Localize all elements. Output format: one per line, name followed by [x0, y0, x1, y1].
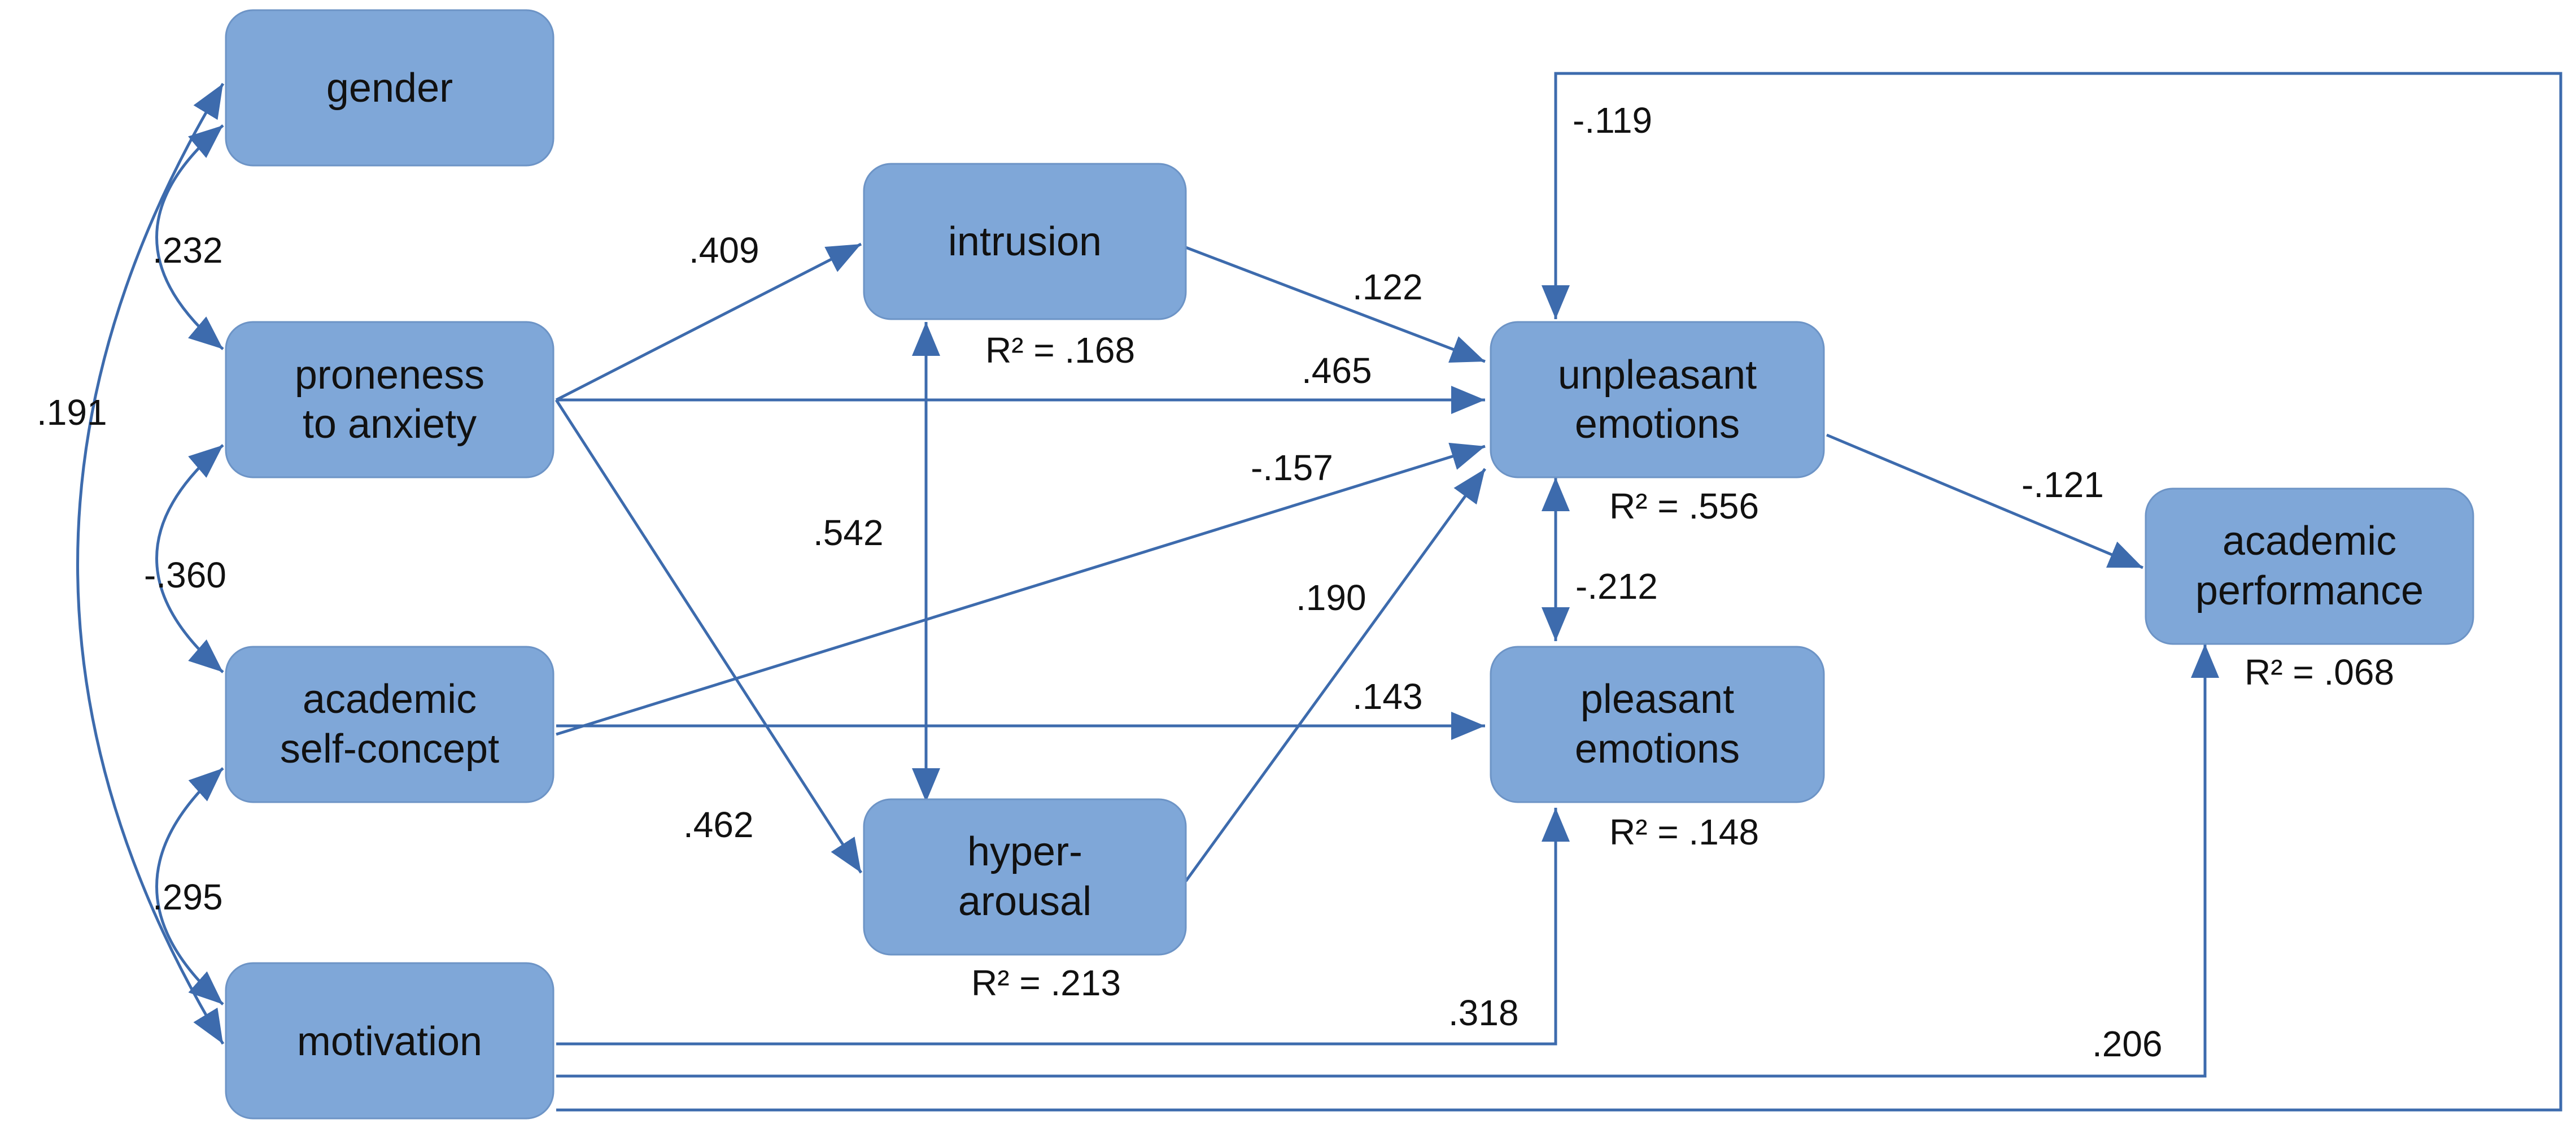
node-gender: gender — [225, 9, 555, 167]
edge-motivation-unpleasant — [556, 72, 2562, 1112]
coef-unpleasant-pleasant: -.212 — [1575, 566, 1658, 607]
r2-intrusion: R² = .168 — [985, 330, 1135, 371]
node-pleasant-emotions: pleasant emotions — [1490, 646, 1825, 803]
node-academic-self-concept: academic self-concept — [225, 646, 555, 803]
coef-selfconcept-unpleasant: -.157 — [1251, 447, 1333, 488]
edge-selfconcept-motivation — [155, 767, 224, 1005]
node-intrusion-label: intrusion — [948, 219, 1102, 264]
node-pleasant-emotions-label-2: emotions — [1575, 726, 1740, 772]
coef-anxiety-selfconcept: -.360 — [144, 555, 226, 595]
node-academic-performance-box — [2145, 487, 2474, 645]
r2-academic-performance: R² = .068 — [2245, 652, 2394, 693]
node-intrusion-box — [863, 163, 1187, 320]
r2-unpleasant-emotions: R² = .556 — [1609, 486, 1759, 526]
coef-gender-anxiety: .232 — [152, 230, 223, 271]
edge-anxiety-selfconcept — [155, 444, 224, 673]
coef-anxiety-intrusion: .409 — [689, 230, 759, 271]
node-hyper-arousal-label-1: hyper- — [967, 829, 1082, 874]
edge-motivation-pleasant — [556, 808, 1570, 1046]
edge-intrusion-unpleasant — [1185, 246, 1486, 363]
node-motivation-box — [225, 962, 555, 1120]
coef-motivation-performance: .206 — [2092, 1024, 2163, 1064]
node-motivation-label: motivation — [297, 1019, 482, 1064]
node-gender-label: gender — [326, 66, 453, 111]
r2-pleasant-emotions: R² = .148 — [1609, 812, 1759, 852]
node-intrusion: intrusion — [863, 163, 1187, 320]
node-proneness-to-anxiety-label-2: to anxiety — [303, 402, 477, 447]
node-pleasant-emotions-box — [1490, 646, 1825, 803]
node-unpleasant-emotions-box — [1490, 321, 1825, 478]
edge-gender-motivation — [76, 82, 225, 1045]
coef-selfconcept-pleasant: .143 — [1352, 676, 1423, 717]
edge-gender-anxiety — [155, 124, 224, 350]
coef-anxiety-unpleasant: .465 — [1302, 350, 1372, 391]
node-academic-performance: academic performance — [2145, 487, 2474, 645]
edge-hyper-unpleasant — [1184, 468, 1487, 882]
coef-hyper-unpleasant: .190 — [1296, 577, 1366, 618]
node-hyper-arousal: hyper- arousal — [863, 798, 1187, 956]
coef-selfconcept-motivation: .295 — [152, 877, 223, 917]
edge-unpleasant-performance — [1826, 433, 2143, 569]
node-proneness-to-anxiety-box — [225, 321, 555, 478]
node-pleasant-emotions-label-1: pleasant — [1580, 677, 1734, 722]
node-proneness-to-anxiety: proneness to anxiety — [225, 321, 555, 478]
node-motivation: motivation — [225, 962, 555, 1120]
coef-intrusion-unpleasant: .122 — [1352, 267, 1423, 307]
edge-anxiety-hyper — [555, 399, 863, 874]
node-academic-self-concept-label-1: academic — [303, 677, 477, 722]
node-unpleasant-emotions-label-2: emotions — [1575, 402, 1740, 447]
r2-hyper-arousal: R² = .213 — [971, 963, 1121, 1003]
node-academic-performance-label-1: academic — [2223, 519, 2396, 564]
coef-unpleasant-performance: -.121 — [2021, 464, 2104, 505]
edge-motivation-performance — [556, 644, 2219, 1078]
edge-anxiety-intrusion — [555, 242, 862, 402]
coef-intrusion-hyper: .542 — [813, 512, 884, 553]
coef-gender-motivation: .191 — [37, 392, 107, 433]
node-academic-self-concept-label-2: self-concept — [280, 726, 499, 772]
node-proneness-to-anxiety-label-1: proneness — [295, 352, 484, 398]
node-unpleasant-emotions: unpleasant emotions — [1490, 321, 1825, 478]
node-academic-self-concept-box — [225, 646, 555, 803]
node-gender-box — [225, 9, 555, 167]
coef-anxiety-hyper: .462 — [683, 804, 754, 845]
node-hyper-arousal-box — [863, 798, 1187, 956]
coef-motivation-pleasant: .318 — [1448, 992, 1519, 1033]
coef-motivation-unpleasant: -.119 — [1573, 100, 1652, 141]
edges — [76, 72, 2562, 1112]
node-hyper-arousal-label-2: arousal — [958, 879, 1091, 924]
node-unpleasant-emotions-label-1: unpleasant — [1558, 352, 1757, 398]
node-academic-performance-label-2: performance — [2195, 568, 2424, 613]
edge-selfconcept-unpleasant — [556, 442, 1486, 736]
